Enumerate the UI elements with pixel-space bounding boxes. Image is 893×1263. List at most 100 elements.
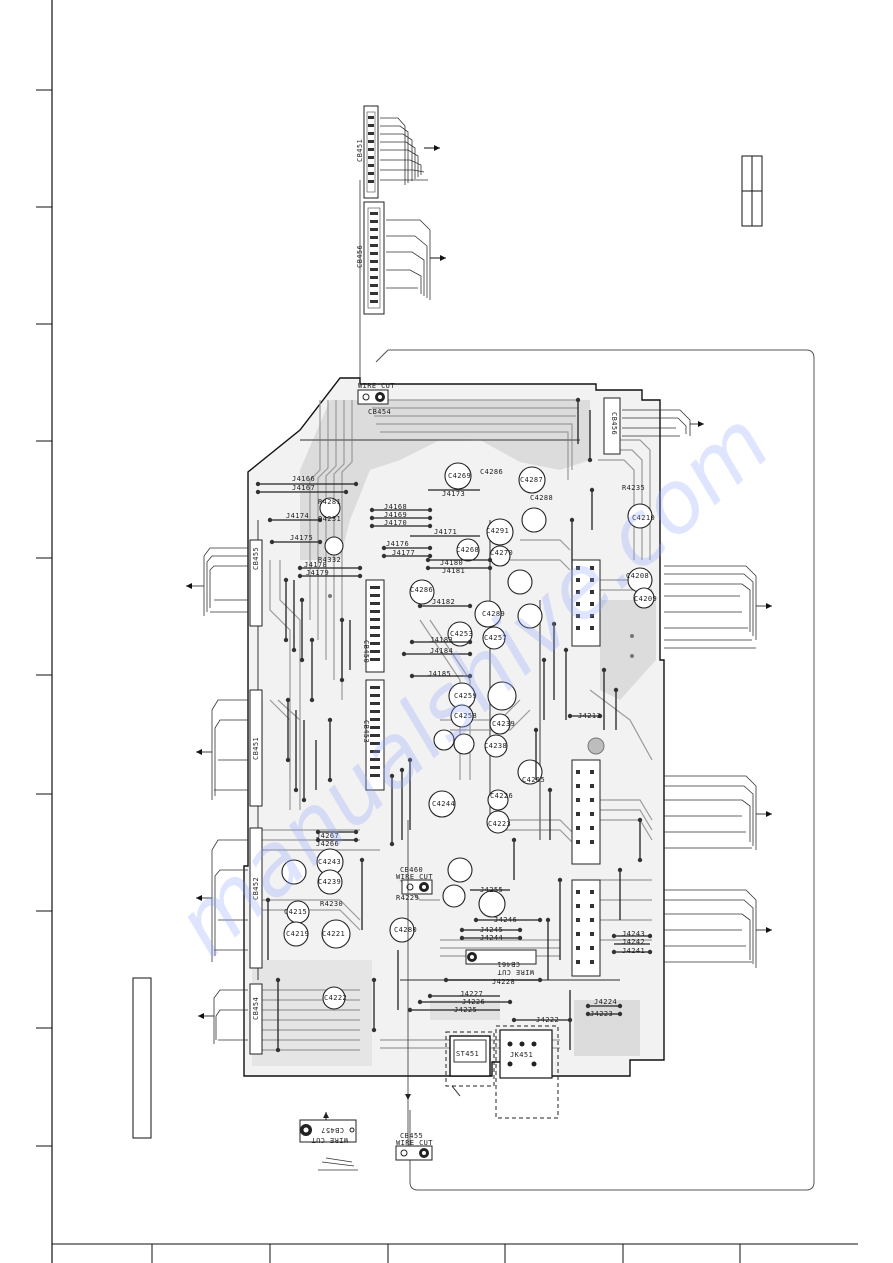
legend-box <box>741 155 763 227</box>
svg-text:J4166: J4166 <box>292 475 315 483</box>
svg-text:R4281: R4281 <box>318 498 341 506</box>
svg-text:J4176: J4176 <box>386 540 409 548</box>
jk451-label: JK451 <box>510 1051 533 1059</box>
left-arrowheads <box>186 583 204 1019</box>
enclosure-outline <box>388 349 815 1191</box>
svg-text:J4177: J4177 <box>392 549 415 557</box>
cb454-label: CB454 <box>252 997 260 1020</box>
cb451-top-label: CB451 <box>356 139 364 162</box>
jumper-wires <box>258 400 650 1050</box>
cb460-label: CB460 <box>400 866 423 874</box>
left-arrow-bundles <box>186 547 248 1044</box>
terminal-cb455-bottom: CB455 WIRE CUT <box>395 820 433 1161</box>
cb454-top-label: CB454 <box>368 408 391 416</box>
svg-text:C4210: C4210 <box>632 514 655 522</box>
svg-text:C4265: C4265 <box>522 776 545 784</box>
svg-text:C4270: C4270 <box>490 549 513 557</box>
svg-text:C4280: C4280 <box>394 926 417 934</box>
svg-text:C4222: C4222 <box>324 994 347 1002</box>
svg-text:J4255: J4255 <box>480 886 503 894</box>
cb455-bottom-label: CB455 <box>400 1132 423 1140</box>
svg-text:C4288: C4288 <box>530 494 553 502</box>
svg-text:J4243: J4243 <box>622 930 645 938</box>
pads <box>255 397 653 1053</box>
svg-text:J4228: J4228 <box>492 978 515 986</box>
note-box <box>132 977 152 1139</box>
svg-text:C4289: C4289 <box>482 610 505 618</box>
cb453-label: CB453 <box>362 720 370 743</box>
svg-text:J4242: J4242 <box>622 938 645 946</box>
svg-text:J4224: J4224 <box>594 998 617 1006</box>
cb452-label: CB452 <box>252 877 260 900</box>
header-cb453: CB453 <box>362 679 385 791</box>
svg-text:C4239: C4239 <box>492 720 515 728</box>
terminal-cb454-top: WIRE CUT CB454 <box>357 382 395 416</box>
svg-text:C4257: C4257 <box>484 634 507 642</box>
svg-text:C4291: C4291 <box>486 527 509 535</box>
top-connector-cb451: CB451 <box>356 105 440 199</box>
right-arrowheads <box>698 421 772 933</box>
svg-text:C4286: C4286 <box>410 586 433 594</box>
top-connector-cb456: CB456 <box>356 180 446 392</box>
svg-text:Q4231: Q4231 <box>318 515 341 523</box>
svg-text:J4170: J4170 <box>384 519 407 527</box>
svg-text:J4227: J4227 <box>460 990 483 998</box>
jk451-dashed-outline <box>495 1025 559 1119</box>
wire-cut-label-cb457: WIRE CUT <box>311 1136 348 1144</box>
svg-text:R4235: R4235 <box>622 484 645 492</box>
svg-text:C4243: C4243 <box>318 858 341 866</box>
page-frame <box>36 0 858 1263</box>
svg-text:J4266: J4266 <box>316 840 339 848</box>
svg-text:J4168: J4168 <box>384 503 407 511</box>
cb450-label: CB450 <box>362 640 370 663</box>
svg-text:C4286: C4286 <box>480 468 503 476</box>
svg-text:C4244: C4244 <box>432 800 455 808</box>
wire-cut-label-top: WIRE CUT <box>358 382 395 390</box>
left-connector-cb455: CB455 <box>249 539 263 627</box>
svg-text:J4223: J4223 <box>590 1010 613 1018</box>
pcb-board: CB450 CB453 <box>243 377 665 1079</box>
svg-text:J4183: J4183 <box>430 636 453 644</box>
right-arrow-bundles <box>622 409 772 968</box>
svg-text:C4268: C4268 <box>456 546 479 554</box>
svg-text:C4259: C4259 <box>454 692 477 700</box>
svg-text:J4222: J4222 <box>536 1016 559 1024</box>
svg-text:J4167: J4167 <box>292 484 315 492</box>
svg-text:J4245: J4245 <box>480 926 503 934</box>
svg-text:R4229: R4229 <box>396 894 419 902</box>
terminal-cb460: CB460 WIRE CUT <box>396 866 433 895</box>
svg-text:R4230: R4230 <box>320 900 343 908</box>
svg-text:J4173: J4173 <box>442 490 465 498</box>
svg-text:J4181: J4181 <box>442 567 465 575</box>
header-cb450: CB450 <box>362 579 385 673</box>
svg-text:J4169: J4169 <box>384 511 407 519</box>
left-connector-cb452: CB452 <box>249 827 263 969</box>
svg-text:J4185: J4185 <box>428 670 451 678</box>
capacitor-group <box>281 462 655 1010</box>
cb451-side-label: CB451 <box>252 737 260 760</box>
svg-text:J4225: J4225 <box>454 1006 477 1014</box>
svg-text:C4221: C4221 <box>322 930 345 938</box>
svg-text:C4253: C4253 <box>450 630 473 638</box>
left-connector-cb454: CB454 <box>249 983 263 1055</box>
svg-text:J4213: J4213 <box>578 712 601 720</box>
svg-text:C4215: C4215 <box>284 908 307 916</box>
svg-text:C4208: C4208 <box>626 572 649 580</box>
cb461-label: CB461 <box>497 960 520 968</box>
svg-text:J4226: J4226 <box>462 998 485 1006</box>
svg-text:J4178: J4178 <box>304 561 327 569</box>
svg-text:J4180: J4180 <box>440 559 463 567</box>
svg-text:C4258: C4258 <box>454 712 477 720</box>
wire-cut-label-bottom: WIRE CUT <box>396 1139 433 1147</box>
svg-text:J4174: J4174 <box>286 512 309 520</box>
svg-text:J4179: J4179 <box>306 569 329 577</box>
cb455-label: CB455 <box>252 547 260 570</box>
cb456-side-label: CB456 <box>610 412 618 435</box>
svg-text:C4269: C4269 <box>448 472 471 480</box>
svg-text:J4175: J4175 <box>290 534 313 542</box>
svg-text:C4209: C4209 <box>634 595 657 603</box>
svg-text:R4332: R4332 <box>318 556 341 564</box>
st451-dashed-outline <box>445 1031 495 1087</box>
wire-cut-label-cb461: WIRE CUT <box>497 968 534 976</box>
